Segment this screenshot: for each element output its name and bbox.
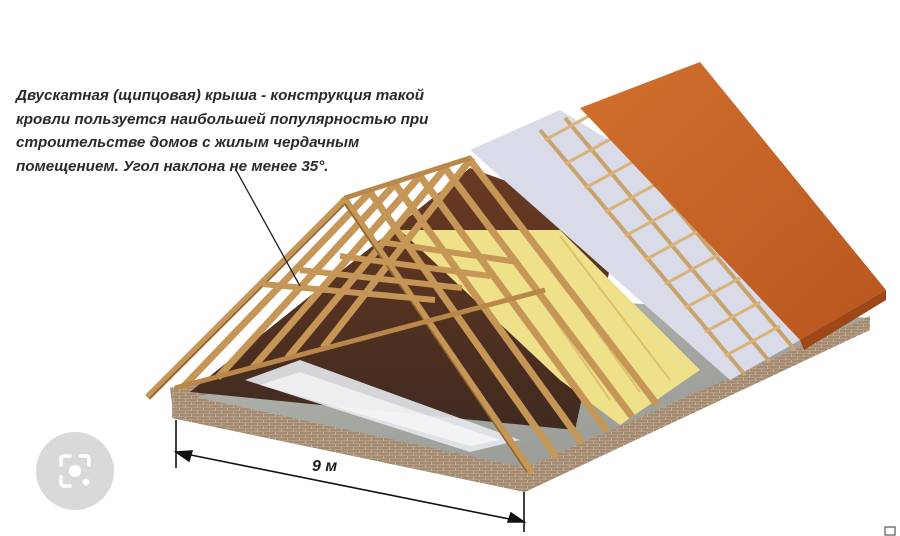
dimension-label: 9 м xyxy=(312,458,338,475)
image-icon xyxy=(884,526,896,536)
roofing-sheet xyxy=(580,62,886,340)
lens-search-button[interactable] xyxy=(36,432,114,510)
insulation-layer xyxy=(400,230,700,425)
collar-ties xyxy=(261,239,519,303)
diagram-caption: Двускатная (щипцовая) крыша - конструкци… xyxy=(16,87,429,175)
ridge-beam xyxy=(344,155,471,201)
wall-plate xyxy=(174,287,546,391)
lens-icon xyxy=(59,454,91,488)
dimension-line xyxy=(173,420,527,532)
callout-leader xyxy=(235,169,301,287)
brick-wall-right xyxy=(525,316,870,492)
brick-wall-front xyxy=(172,392,525,492)
